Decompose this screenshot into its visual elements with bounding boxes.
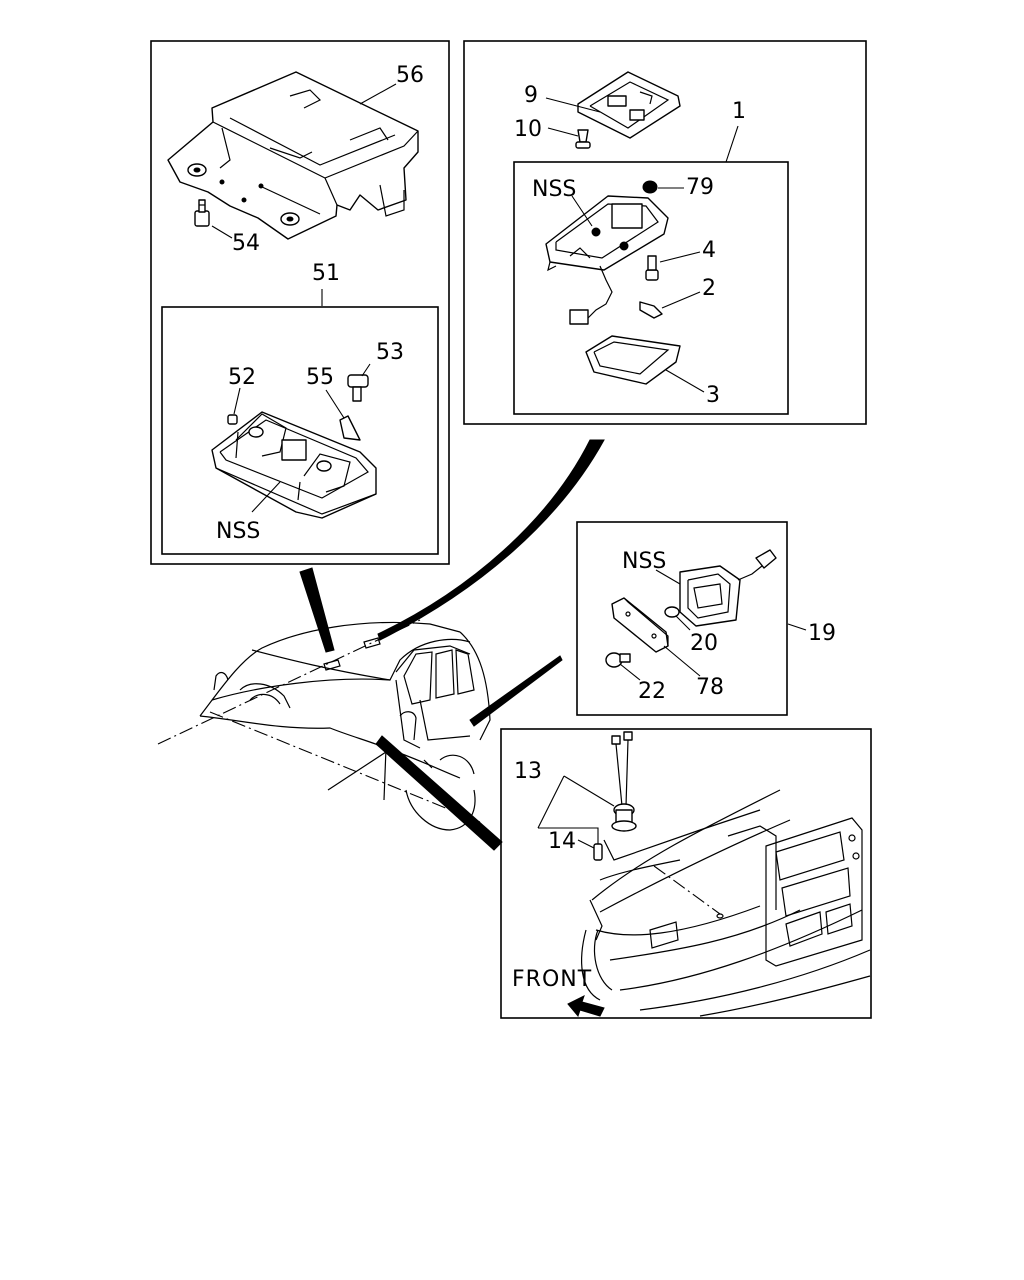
front-arrow-icon <box>567 995 605 1018</box>
leader-3 <box>665 369 705 393</box>
center-console <box>765 817 863 967</box>
dome-lamp-harness <box>587 265 613 319</box>
leader-nss-dome-lamp <box>571 195 593 227</box>
panel-frame <box>576 521 788 716</box>
panel-dome-lamp: 9 10 1 <box>463 40 867 425</box>
callout-1: 1 <box>732 99 746 124</box>
callout-19: 19 <box>808 621 836 646</box>
subpanel-frame-1 <box>513 161 789 415</box>
bracket-part-56 <box>167 71 419 240</box>
panel-frame <box>463 40 867 425</box>
leader-10 <box>547 127 579 137</box>
leader-55 <box>325 389 345 419</box>
map-lamp-housing <box>211 411 377 519</box>
callout-2: 2 <box>702 276 716 301</box>
leader-1 <box>725 125 739 163</box>
leader-13b <box>537 775 565 829</box>
leader-54 <box>211 225 233 239</box>
dashboard-outline <box>581 789 871 1017</box>
subpanel-frame-51 <box>161 306 439 555</box>
callout-53: 53 <box>376 340 404 365</box>
callout-54: 54 <box>232 231 260 256</box>
clip-part-10 <box>575 129 591 149</box>
callout-13: 13 <box>514 759 542 784</box>
clip-part-54 <box>194 199 210 227</box>
plug-part-14 <box>593 843 603 861</box>
screw-part-22 <box>605 652 631 668</box>
callout-nss-cargo-lamp: NSS <box>622 549 666 574</box>
cargo-lamp-housing <box>679 565 741 627</box>
callout-9: 9 <box>524 83 538 108</box>
lens-part-3 <box>585 335 681 385</box>
leader-nss-map-lamp <box>251 481 281 513</box>
callout-4: 4 <box>702 238 716 263</box>
pointer-to-door-switch <box>375 735 503 851</box>
clip-part-55 <box>339 415 361 441</box>
panel-cargo-lamp: NSS 20 19 22 78 <box>576 521 836 716</box>
leader-13c <box>538 827 599 844</box>
callout-20: 20 <box>690 631 718 656</box>
bulb-part-52 <box>227 414 238 425</box>
front-label: FRONT <box>512 967 592 992</box>
leader-52 <box>233 387 241 415</box>
leader-56 <box>359 83 397 105</box>
callout-nss-dome-lamp: NSS <box>532 177 576 202</box>
leader-2 <box>661 291 701 309</box>
leader-22 <box>619 663 641 681</box>
callout-56: 56 <box>396 63 424 88</box>
callout-3: 3 <box>706 383 720 408</box>
leader-53 <box>361 363 371 377</box>
callout-22: 22 <box>638 679 666 704</box>
bulb-part-2 <box>639 301 663 319</box>
screw-part-53 <box>347 374 369 402</box>
cargo-lamp-harness <box>737 565 763 581</box>
leader-14 <box>577 839 595 849</box>
leader-20 <box>675 615 691 631</box>
callout-78: 78 <box>696 675 724 700</box>
bulb-part-20 <box>664 606 680 618</box>
leader-13a <box>563 775 615 807</box>
nut-part-79 <box>642 180 658 194</box>
leader-9 <box>545 97 601 113</box>
lens-part-78 <box>611 597 669 653</box>
bracket-part-9 <box>577 71 681 139</box>
dome-lamp-connector <box>569 309 589 325</box>
leader-nss-cargo-lamp <box>655 569 681 585</box>
leader-19 <box>787 623 807 631</box>
callout-10: 10 <box>514 117 542 142</box>
door-switch-part-13 <box>611 731 637 832</box>
screw-part-4 <box>645 255 659 281</box>
callout-52: 52 <box>228 365 256 390</box>
panel-frame <box>150 40 450 565</box>
leader-78 <box>663 645 701 677</box>
callout-nss-map-lamp: NSS <box>216 519 260 544</box>
pointer-to-dome-lamp <box>377 439 605 641</box>
panel-frame <box>500 728 872 1019</box>
panel-map-lamp-bracket: 56 54 51 53 5 <box>150 40 450 565</box>
callout-55: 55 <box>306 365 334 390</box>
dome-lamp-housing <box>545 195 669 272</box>
callout-14: 14 <box>548 829 576 854</box>
pointer-to-cargo-lamp <box>469 655 563 727</box>
callout-51: 51 <box>312 261 340 286</box>
vehicle-outline <box>157 619 491 831</box>
leader-4 <box>659 251 701 263</box>
cargo-lamp-connector <box>755 549 777 569</box>
pointer-to-map-lamp <box>299 567 335 653</box>
panel-door-switch: 13 14 FRONT <box>500 728 872 1019</box>
callout-79: 79 <box>686 175 714 200</box>
